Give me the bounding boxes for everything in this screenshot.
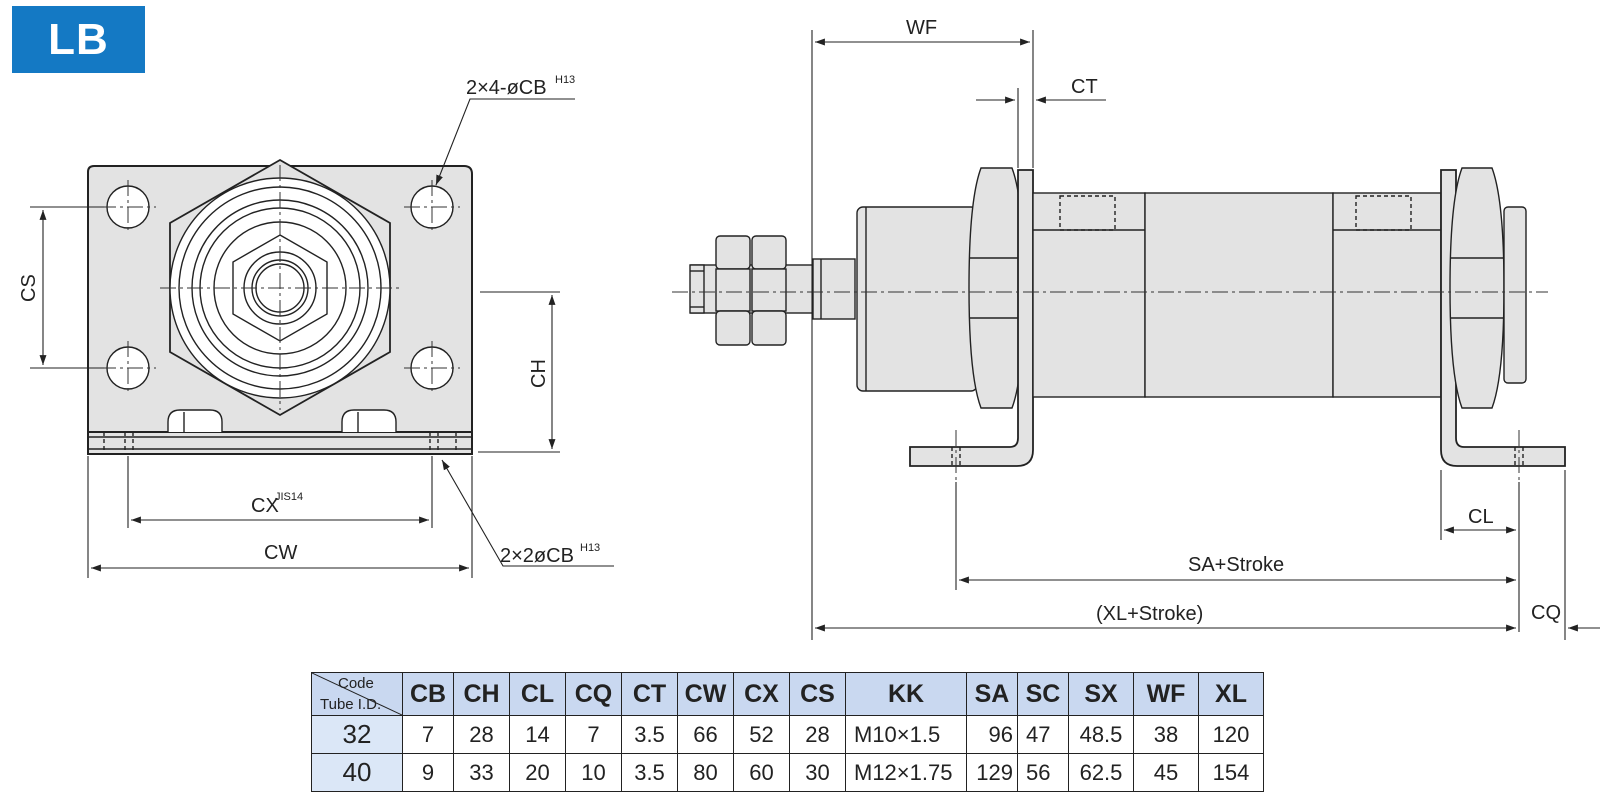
table-cell: 7 bbox=[402, 715, 454, 754]
label-cl: CL bbox=[1468, 506, 1494, 528]
table-cell: 52 bbox=[733, 715, 790, 754]
label-cx: CX bbox=[251, 495, 279, 517]
corner-diagonal bbox=[312, 673, 402, 715]
table-cell: 154 bbox=[1198, 753, 1264, 792]
col-header: SA bbox=[966, 672, 1018, 716]
label-cs: CS bbox=[18, 274, 40, 302]
row-tube-id: 40 bbox=[311, 753, 403, 792]
label-cb2-sup: H13 bbox=[580, 542, 600, 554]
table-cell: 60 bbox=[733, 753, 790, 792]
label-wf: WF bbox=[906, 17, 937, 39]
spec-header-row: Code Tube I.D. CB CH CL CQ CT CW CX CS K… bbox=[311, 672, 1264, 716]
table-cell: 3.5 bbox=[621, 715, 678, 754]
side-dimensions bbox=[811, 30, 1600, 640]
corner-code: Code bbox=[338, 675, 374, 692]
table-cell: 33 bbox=[453, 753, 510, 792]
table-cell: 120 bbox=[1198, 715, 1264, 754]
col-header: SC bbox=[1017, 672, 1069, 716]
col-header: CB bbox=[402, 672, 454, 716]
table-row: 40 9 33 20 10 3.5 80 60 30 M12×1.75 129 … bbox=[311, 753, 1264, 792]
col-header: CW bbox=[677, 672, 734, 716]
table-cell: 129 bbox=[966, 753, 1018, 792]
side-labels: WF CT CL SA+Stroke (XL+Stroke) CQ bbox=[906, 17, 1561, 625]
technical-drawing: 2×4-øCB H13 2×2øCB H13 CS CH CX JIS14 CW bbox=[18, 17, 1600, 640]
front-labels: 2×4-øCB H13 2×2øCB H13 CS CH CX JIS14 CW bbox=[18, 74, 600, 567]
col-header: KK bbox=[845, 672, 967, 716]
side-centerlines bbox=[672, 291, 1548, 482]
col-header: WF bbox=[1133, 672, 1199, 716]
col-header: CL bbox=[509, 672, 566, 716]
row-tube-id: 32 bbox=[311, 715, 403, 754]
col-header: CQ bbox=[565, 672, 622, 716]
label-cb2: 2×2øCB bbox=[500, 545, 574, 567]
label-sa: SA+Stroke bbox=[1188, 554, 1284, 576]
table-cell: 7 bbox=[565, 715, 622, 754]
label-cq: CQ bbox=[1531, 602, 1561, 624]
table-cell: 48.5 bbox=[1068, 715, 1134, 754]
table-cell: 62.5 bbox=[1068, 753, 1134, 792]
table-cell: 66 bbox=[677, 715, 734, 754]
front-centerlines bbox=[100, 165, 460, 410]
table-cell: 14 bbox=[509, 715, 566, 754]
col-header: XL bbox=[1198, 672, 1264, 716]
table-cell: M10×1.5 bbox=[845, 715, 967, 754]
corner-cell: Code Tube I.D. bbox=[311, 672, 403, 716]
table-cell: 47 bbox=[1017, 715, 1069, 754]
spec-table: Code Tube I.D. CB CH CL CQ CT CW CX CS K… bbox=[311, 672, 1264, 792]
table-cell: 30 bbox=[789, 753, 846, 792]
table-cell: 80 bbox=[677, 753, 734, 792]
col-header: CX bbox=[733, 672, 790, 716]
table-cell: 28 bbox=[789, 715, 846, 754]
col-header: SX bbox=[1068, 672, 1134, 716]
label-cw: CW bbox=[264, 542, 297, 564]
label-xl: (XL+Stroke) bbox=[1096, 603, 1203, 625]
table-row: 32 7 28 14 7 3.5 66 52 28 M10×1.5 96 47 … bbox=[311, 715, 1264, 754]
lb-badge: LB bbox=[12, 6, 145, 73]
table-cell: 3.5 bbox=[621, 753, 678, 792]
front-dimensions bbox=[30, 98, 614, 578]
label-ct: CT bbox=[1071, 76, 1098, 98]
label-cx-sup: JIS14 bbox=[275, 491, 303, 503]
table-cell: 20 bbox=[509, 753, 566, 792]
label-ch: CH bbox=[528, 359, 550, 388]
label-cb4: 2×4-øCB bbox=[466, 77, 547, 99]
col-header: CS bbox=[789, 672, 846, 716]
table-cell: 28 bbox=[453, 715, 510, 754]
table-cell: M12×1.75 bbox=[845, 753, 967, 792]
col-header: CT bbox=[621, 672, 678, 716]
label-cb4-sup: H13 bbox=[555, 74, 575, 86]
table-cell: 38 bbox=[1133, 715, 1199, 754]
table-cell: 96 bbox=[966, 715, 1018, 754]
table-cell: 45 bbox=[1133, 753, 1199, 792]
corner-tube-id: Tube I.D. bbox=[320, 696, 382, 713]
col-header: CH bbox=[453, 672, 510, 716]
table-cell: 56 bbox=[1017, 753, 1069, 792]
table-cell: 9 bbox=[402, 753, 454, 792]
side-view bbox=[689, 167, 1566, 467]
table-cell: 10 bbox=[565, 753, 622, 792]
